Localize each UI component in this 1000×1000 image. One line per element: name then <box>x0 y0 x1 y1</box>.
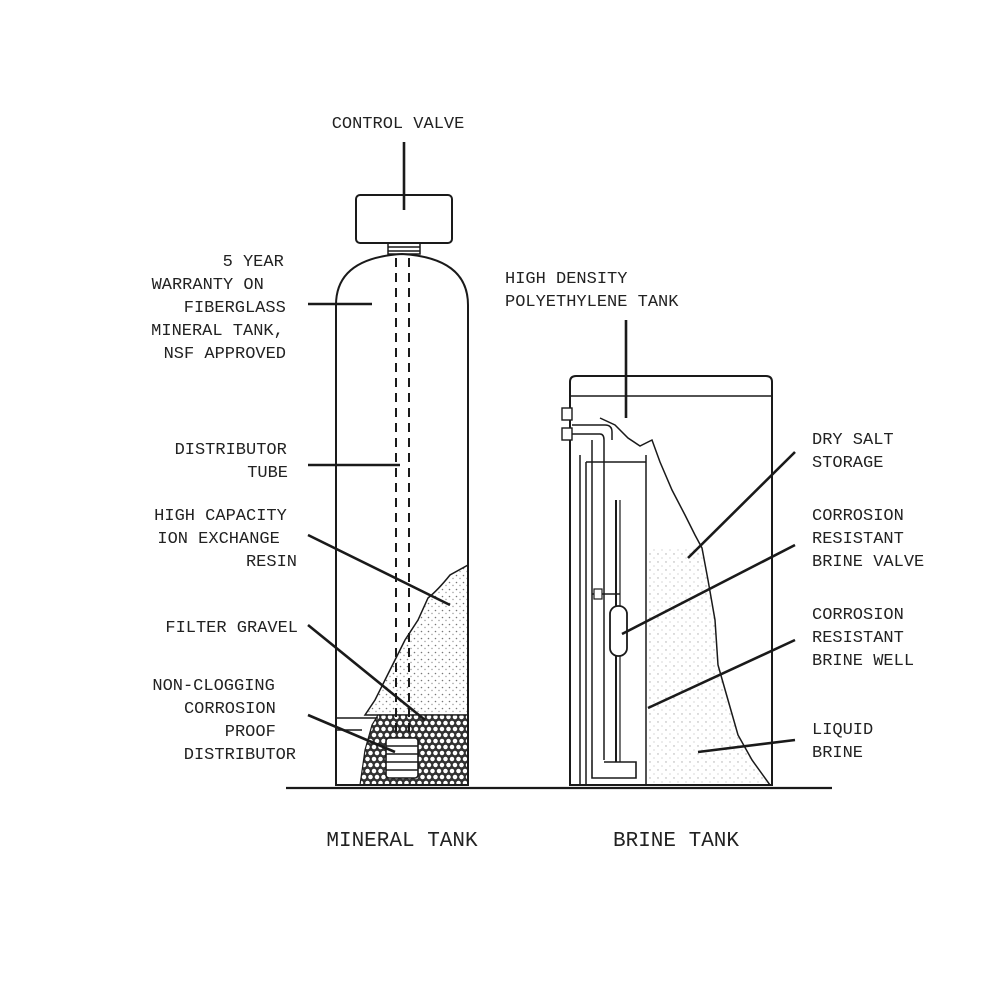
label-polyethylene: HIGH DENSITY POLYETHYLENE TANK <box>505 270 679 312</box>
label-filter-gravel: FILTER GRAVEL <box>165 619 298 638</box>
label-brine-valve: CORROSION RESISTANT BRINE VALVE <box>812 507 924 572</box>
brine-tank <box>561 375 773 786</box>
label-dry-salt: DRY SALT STORAGE <box>812 431 904 473</box>
label-resin: HIGH CAPACITY ION EXCHANGE RESIN <box>154 507 297 572</box>
svg-text:HIGH DENSITY POLYETHYLEN: HIGH DENSITY POLYETHYLENE TANK <box>505 270 679 312</box>
svg-text:5 YEAR WARRANTY ON: 5 YEAR WARRANTY ON FIBERGLASS MINERAL TA… <box>151 253 296 364</box>
svg-text:NON-CLOGGING CORROSION: NON-CLOGGING CORROSION PROOF DISTRIBUTOR <box>152 677 296 765</box>
svg-text:HIGH CAPACITY ION EXCHAN: HIGH CAPACITY ION EXCHANGE RESIN <box>154 507 297 572</box>
float <box>609 605 628 657</box>
label-liquid-brine: LIQUID BRINE <box>812 721 883 763</box>
fiberglass-tank-body <box>335 252 469 786</box>
label-distributor: NON-CLOGGING CORROSION PROOF DISTRIBUTOR <box>152 677 296 765</box>
leader-lines <box>307 142 796 754</box>
polyethylene-tank-body <box>569 375 773 786</box>
brine-well <box>579 455 646 785</box>
label-distributor-tube: DISTRIBUTOR TUBE <box>175 441 297 483</box>
mineral-tank <box>335 194 469 786</box>
salt-storage <box>646 548 768 785</box>
cutaway-edge <box>599 417 771 786</box>
svg-text:LIQUID BRINE: LIQUID BRINE <box>812 721 883 763</box>
svg-text:DRY SALT STORAGE: DRY SALT STORAGE <box>812 431 904 473</box>
caption-mineral-tank: MINERAL TANK <box>326 830 478 853</box>
svg-text:FILTER GRAVEL: FILTER GRAVEL <box>165 619 298 638</box>
valve-collar <box>387 242 421 255</box>
brine-valve <box>591 500 637 779</box>
svg-text:CORROSION RESISTANT: CORROSION RESISTANT BRINE WELL <box>812 606 914 671</box>
bottom-distributor <box>385 737 419 779</box>
svg-text:CONTROL VALVE: CONTROL VALVE <box>332 115 465 134</box>
svg-text:DISTRIBUTOR TUBE: DISTRIBUTOR TUBE <box>175 441 297 483</box>
caption-brine-tank: BRINE TANK <box>613 830 739 853</box>
label-warranty: 5 YEAR WARRANTY ON FIBERGLASS MINERAL TA… <box>151 253 296 364</box>
label-brine-well: CORROSION RESISTANT BRINE WELL <box>812 606 914 671</box>
brine-line-fitting <box>561 407 613 760</box>
label-control-valve: CONTROL VALVE <box>332 115 465 134</box>
svg-text:CORROSION RESISTANT: CORROSION RESISTANT BRINE VALVE <box>812 507 924 572</box>
